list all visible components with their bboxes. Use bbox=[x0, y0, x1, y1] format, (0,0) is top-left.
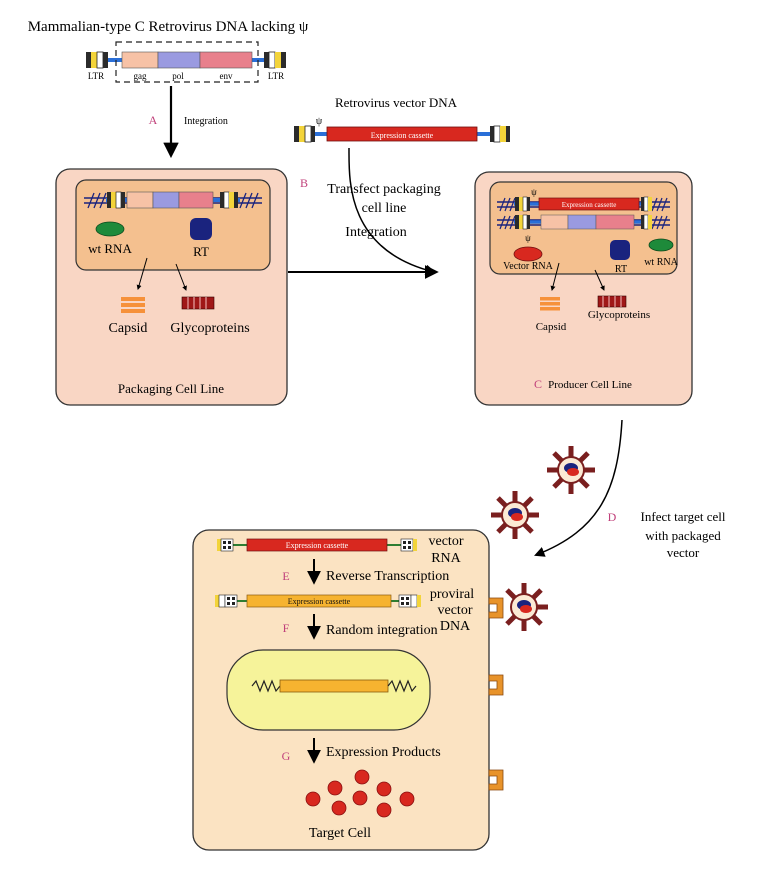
producer-glyco-label: Glycoproteins bbox=[588, 309, 650, 321]
expression-product bbox=[352, 790, 368, 806]
target-rna-cassette-label: Expression cassette bbox=[286, 541, 349, 550]
vector-dna-title: Retrovirus vector DNA bbox=[335, 95, 458, 110]
missing-psi-dashed-box bbox=[115, 41, 259, 83]
step-b-line2: cell line bbox=[362, 201, 407, 216]
integrated-expression-cassette bbox=[251, 679, 417, 693]
producer-integrated-provirus bbox=[497, 214, 670, 230]
gag-label: gag bbox=[134, 71, 147, 81]
target-dna-cassette-label: Expression cassette bbox=[288, 597, 351, 606]
title: Mammalian-type C Retrovirus DNA lacking … bbox=[28, 19, 309, 35]
vector-dna bbox=[294, 125, 510, 143]
producer-rt-icon bbox=[610, 240, 630, 260]
packaging-rt-icon bbox=[190, 218, 212, 240]
packaging-capsid-label: Capsid bbox=[109, 321, 148, 336]
step-d-letter: D bbox=[608, 510, 617, 524]
ltr-right-block bbox=[264, 51, 286, 69]
expression-product bbox=[376, 781, 392, 797]
packaging-arrow-glyco bbox=[175, 263, 187, 291]
target-proviral-dna bbox=[215, 594, 421, 608]
vector-cassette-label: Expression cassette bbox=[371, 131, 434, 140]
step-d-line3: vector bbox=[667, 545, 700, 560]
proviral-label-1: proviral bbox=[430, 587, 474, 602]
producer-vector-rna-label: Vector RNA bbox=[503, 261, 553, 272]
producer-glycoproteins-icon bbox=[597, 295, 627, 308]
provirus-dna bbox=[86, 41, 286, 83]
producer-cell-title: Producer Cell Line bbox=[548, 379, 632, 391]
target-vector-rna bbox=[217, 538, 417, 552]
packaging-glyco-label: Glycoproteins bbox=[170, 321, 249, 336]
producer-wt-rna-label: wt RNA bbox=[644, 257, 678, 268]
gag-gene bbox=[121, 51, 159, 69]
expression-products-label: Expression Products bbox=[326, 745, 441, 760]
ltr-left-block bbox=[86, 51, 108, 69]
viral-particle bbox=[547, 446, 595, 494]
step-d-line2: with packaged bbox=[645, 528, 721, 543]
packaging-rt-label: RT bbox=[193, 244, 209, 259]
expression-product bbox=[399, 791, 415, 807]
target-cell-title: Target Cell bbox=[309, 826, 371, 841]
expression-product bbox=[305, 791, 321, 807]
vector-rna-label-1: vector bbox=[429, 534, 464, 549]
producer-cassette-label: Expression cassette bbox=[562, 201, 617, 209]
expression-cassette-block bbox=[326, 126, 478, 142]
packaging-wt-rna-label: wt RNA bbox=[88, 241, 132, 256]
proviral-label-2: vector bbox=[438, 603, 473, 618]
receptor bbox=[488, 674, 504, 696]
step-a-letter: A bbox=[149, 113, 158, 127]
reverse-transcription-label: Reverse Transcription bbox=[326, 569, 449, 584]
step-b-line3: Integration bbox=[345, 225, 406, 240]
random-integration-label: Random integration bbox=[326, 623, 438, 638]
producer-capsid-icon bbox=[540, 297, 560, 311]
producer-arrow-capsid bbox=[550, 262, 560, 291]
viral-particle bbox=[491, 491, 539, 539]
proviral-label-3: DNA bbox=[440, 619, 471, 634]
arrow-b bbox=[348, 147, 437, 276]
expression-product bbox=[331, 800, 347, 816]
step-f-letter: F bbox=[283, 621, 290, 635]
vector-psi: ψ bbox=[316, 116, 323, 127]
producer-step-c-letter: C bbox=[534, 377, 542, 391]
step-e-letter: E bbox=[282, 569, 289, 583]
step-d-line1: Infect target cell bbox=[641, 509, 726, 524]
packaging-integrated-provirus bbox=[84, 191, 262, 209]
expression-product bbox=[327, 780, 343, 796]
step-a-label: Integration bbox=[184, 116, 228, 127]
pol-gene bbox=[157, 51, 201, 69]
packaging-wt-rna-icon bbox=[95, 221, 125, 237]
ltr-right-label: LTR bbox=[268, 71, 284, 81]
vector-rna-label-2: RNA bbox=[431, 551, 461, 566]
producer-psi: ψ bbox=[531, 187, 537, 197]
receptor bbox=[488, 597, 504, 619]
env-label: env bbox=[220, 71, 233, 81]
packaging-capsid-icon bbox=[121, 297, 145, 313]
packaging-arrow-capsid bbox=[136, 257, 148, 290]
pol-label: pol bbox=[172, 71, 184, 81]
packaging-glycoproteins-icon bbox=[181, 296, 215, 310]
producer-arrow-glyco bbox=[594, 269, 605, 291]
expression-products bbox=[305, 769, 415, 818]
step-g-letter: G bbox=[282, 749, 291, 763]
receptor bbox=[488, 769, 504, 791]
expression-product bbox=[376, 802, 392, 818]
env-gene bbox=[199, 51, 253, 69]
producer-vector-rna-icon bbox=[513, 246, 543, 262]
producer-integrated-vector bbox=[497, 196, 670, 212]
producer-capsid-label: Capsid bbox=[536, 321, 567, 333]
viral-particle-bound bbox=[505, 583, 548, 631]
producer-vector-rna-psi: ψ bbox=[525, 233, 531, 243]
ltr-left-label: LTR bbox=[88, 71, 104, 81]
producer-rt-label: RT bbox=[615, 264, 627, 275]
packaging-cell-title: Packaging Cell Line bbox=[118, 381, 224, 396]
producer-wt-rna-icon bbox=[648, 238, 674, 252]
arrow-d bbox=[534, 419, 623, 557]
expression-product bbox=[354, 769, 370, 785]
step-b-line1: Transfect packaging bbox=[327, 182, 440, 197]
step-b-letter: B bbox=[300, 176, 308, 190]
